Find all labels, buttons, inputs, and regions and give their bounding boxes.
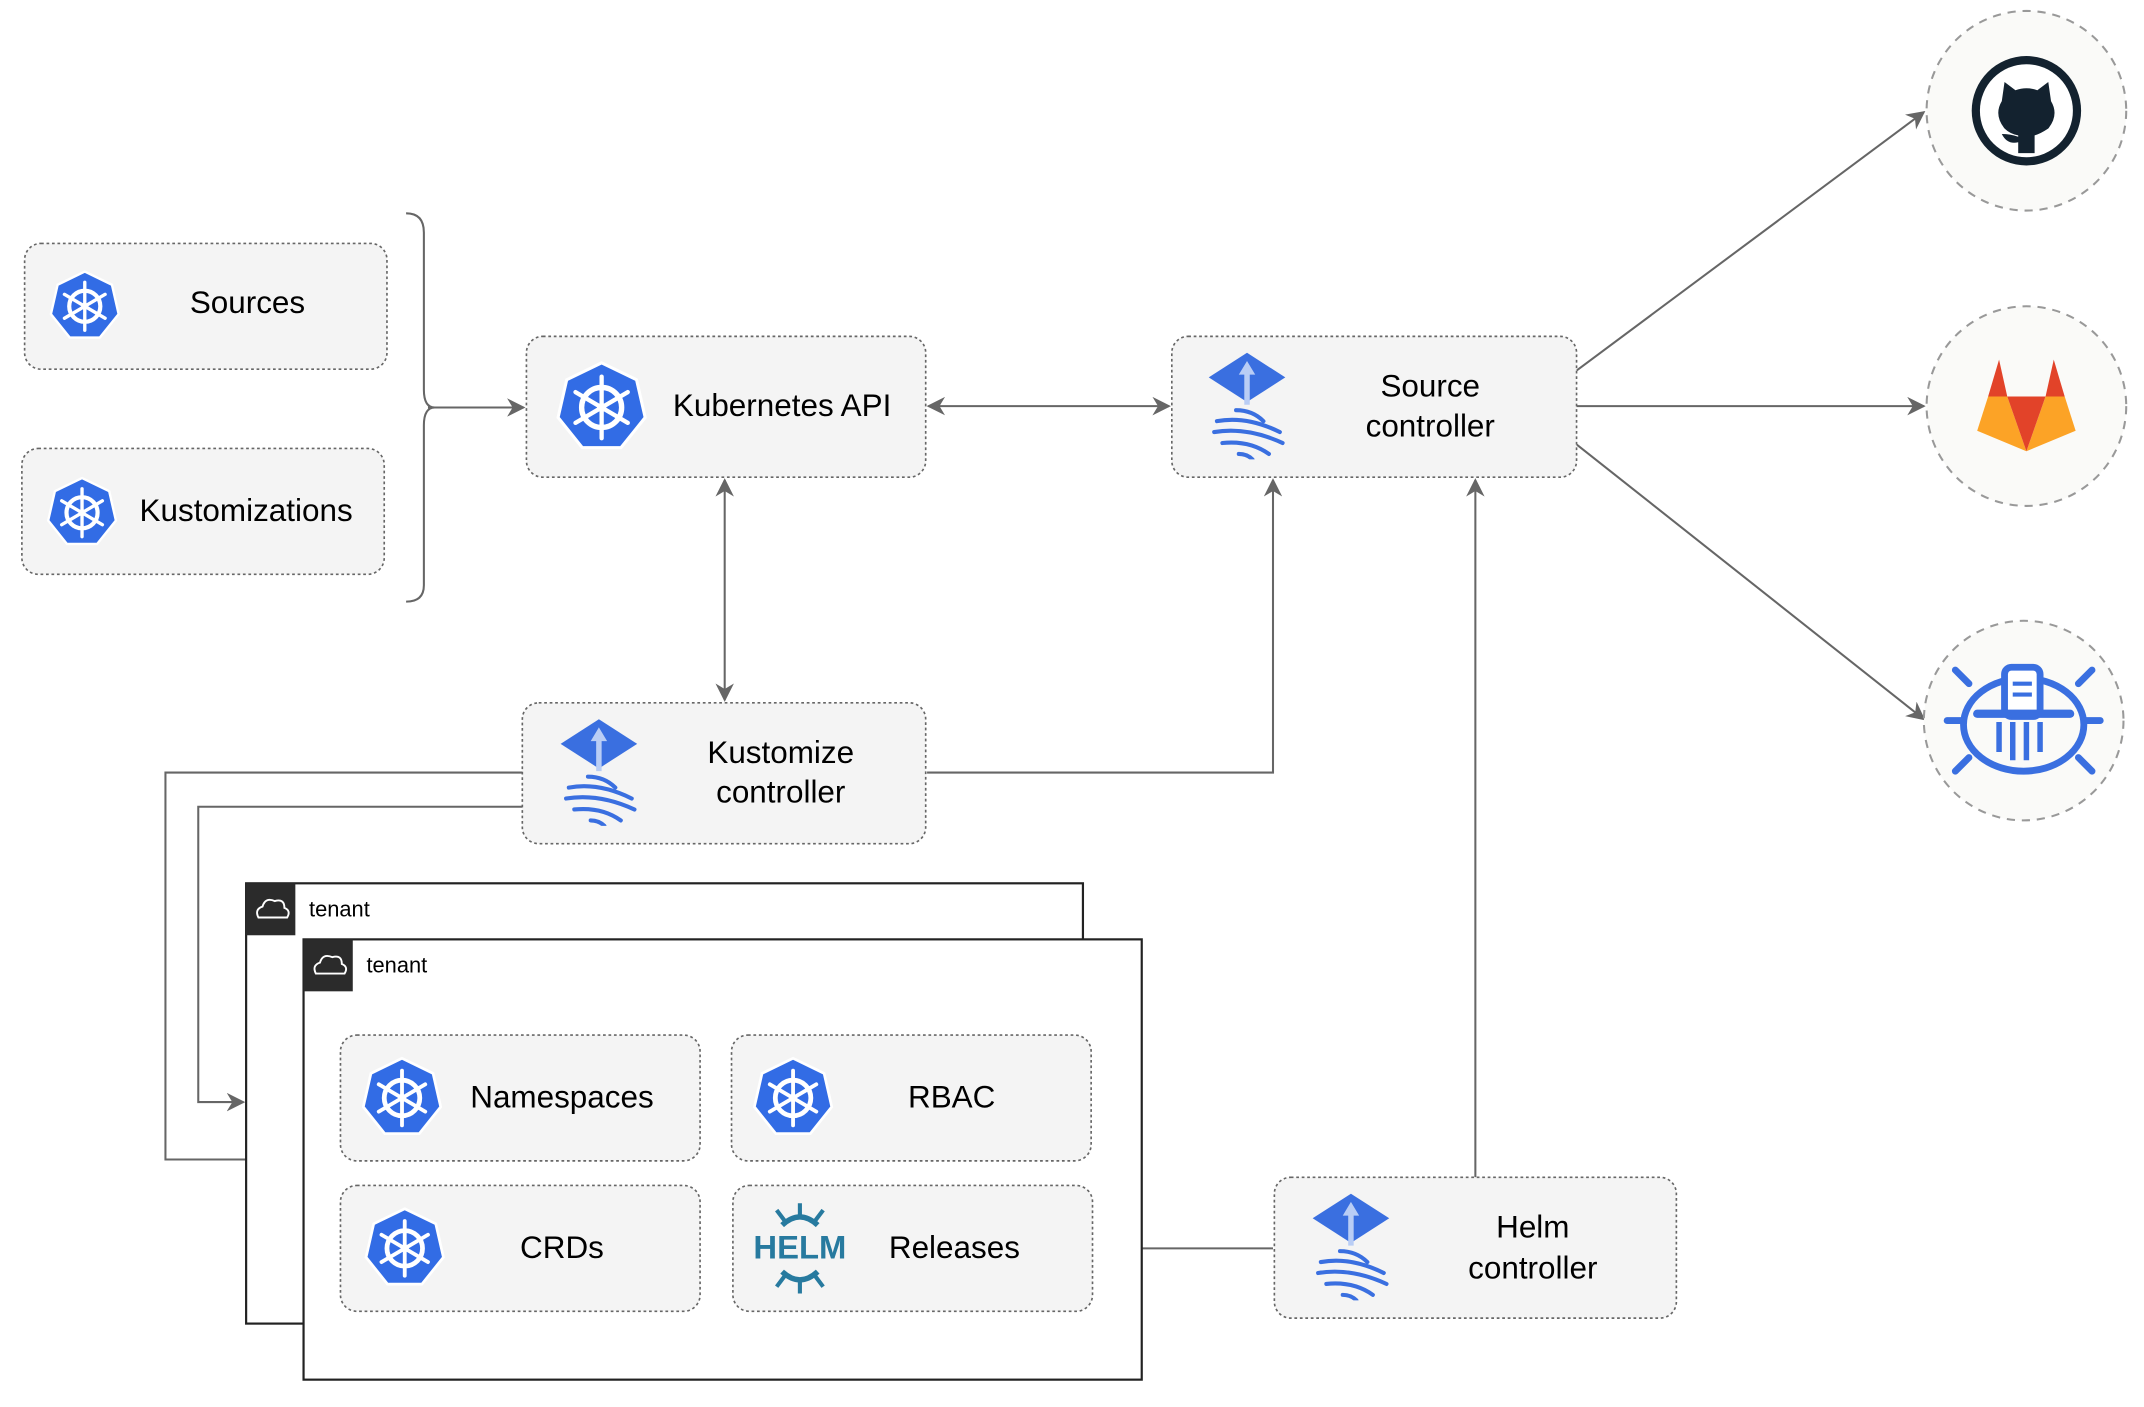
edge-source-to-github <box>1575 111 1926 372</box>
node-label: controller <box>1366 408 1495 443</box>
node-label: RBAC <box>908 1080 995 1115</box>
node-label: CRDs <box>520 1230 604 1265</box>
gitlab-icon <box>1977 359 2076 452</box>
node-kustomize-controller[interactable]: Kustomize controller <box>521 701 927 845</box>
node-label: Releases <box>889 1230 1020 1265</box>
node-crds[interactable]: CRDs <box>339 1184 701 1313</box>
github-source[interactable] <box>1925 9 2128 212</box>
tenant-label: tenant <box>366 952 427 977</box>
cloud-icon <box>256 898 290 919</box>
edge-kustomize-to-tenant-2 <box>164 771 523 1169</box>
node-source-controller[interactable]: Source controller <box>1170 335 1578 479</box>
node-releases[interactable]: HELM Releases <box>732 1184 1094 1313</box>
edge-kustomize-to-source <box>927 478 1283 774</box>
node-label: Kustomize <box>707 735 854 770</box>
github-icon <box>1971 56 2082 166</box>
node-label: Sources <box>190 285 305 320</box>
node-label: controller <box>716 775 845 810</box>
node-label: Helm <box>1496 1210 1569 1245</box>
node-label: Source <box>1380 369 1480 404</box>
node-kustomizations[interactable]: Kustomizations <box>21 447 386 576</box>
node-namespaces[interactable]: Namespaces <box>339 1034 701 1162</box>
tenant-front: tenant Namespaces RBAC CRDs HELM Release… <box>302 938 1143 1381</box>
helm-icon: HELM <box>753 1203 846 1294</box>
edge-source-to-bucket <box>1575 443 1926 721</box>
node-label: Namespaces <box>470 1080 653 1115</box>
node-label: Kustomizations <box>140 493 353 528</box>
node-rbac[interactable]: RBAC <box>730 1034 1092 1162</box>
node-helm-controller[interactable]: Helm controller <box>1273 1176 1678 1319</box>
cloud-icon <box>313 954 348 975</box>
node-sources[interactable]: Sources <box>23 242 388 371</box>
bucket-icon <box>1943 663 2104 775</box>
edge-kustomize-to-tenant-1 <box>197 805 523 1112</box>
gitlab-source[interactable] <box>1925 305 2128 507</box>
node-label: controller <box>1468 1251 1597 1286</box>
node-kubernetes-api[interactable]: Kubernetes API <box>525 335 927 479</box>
tenant-label: tenant <box>309 896 370 921</box>
node-label: Kubernetes API <box>673 388 891 423</box>
edges <box>164 111 1926 1258</box>
bucket-source[interactable] <box>1922 619 2125 822</box>
svg-text:HELM: HELM <box>753 1228 846 1265</box>
